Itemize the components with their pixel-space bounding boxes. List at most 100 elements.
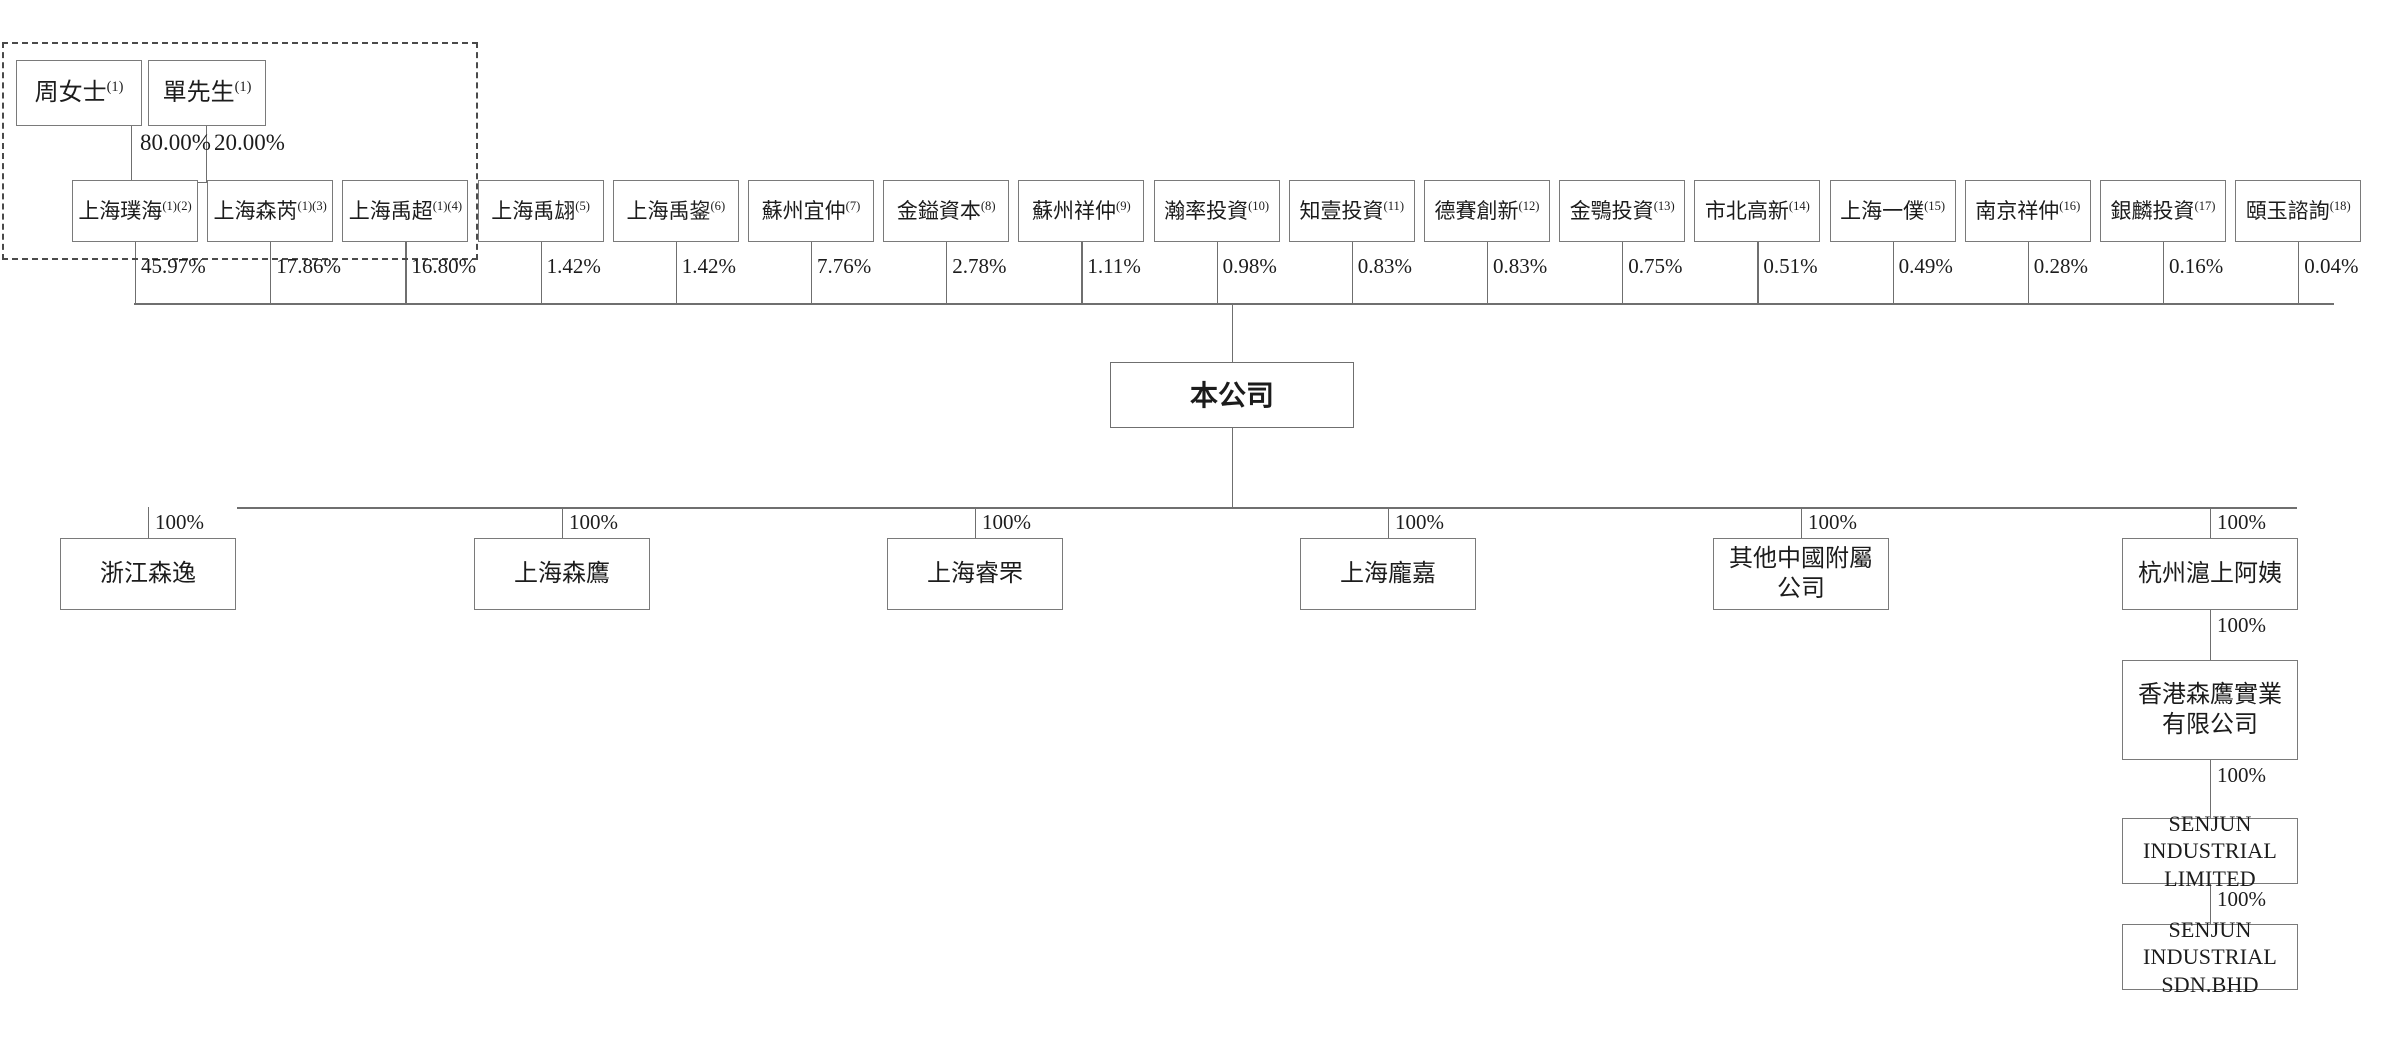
shareholder-pct-15: 0.28% xyxy=(2033,254,2089,278)
shareholder-name-13: 市北高新 xyxy=(1704,198,1789,223)
connector-shareholder-7 xyxy=(946,242,948,303)
shareholder-box-6[interactable]: 蘇州宜仲(7) xyxy=(748,180,874,242)
shareholder-name-6: 蘇州宜仲 xyxy=(761,198,846,223)
shareholder-label-16: 銀麟投資(17) xyxy=(2107,198,2220,224)
shareholder-footnote-17: (18) xyxy=(2329,198,2351,213)
connector-shareholder-17 xyxy=(2298,242,2300,303)
subsidiary-box-2[interactable]: 上海森鷹 xyxy=(474,538,650,610)
shareholder-pct-2: 17.86% xyxy=(276,254,341,278)
shareholder-box-9[interactable]: 瀚率投資(10) xyxy=(1153,180,1280,242)
shareholder-pct-1: 45.97% xyxy=(141,254,206,278)
shareholder-box-8[interactable]: 蘇州祥仲(9) xyxy=(1018,180,1145,242)
shareholder-footnote-2: (1)(3) xyxy=(297,198,327,213)
company-box[interactable]: 本公司 xyxy=(1110,362,1354,428)
subsidiary-box-1[interactable]: 浙江森逸 xyxy=(60,538,236,610)
chain-label-line1-1: 香港森鷹實業 xyxy=(2138,682,2282,708)
shareholder-box-15[interactable]: 南京祥仲(16) xyxy=(1964,180,2091,242)
shareholder-box-2[interactable]: 上海森芮(1)(3) xyxy=(207,180,334,242)
connector-zhou-drop xyxy=(131,126,133,183)
connector-shareholder-5 xyxy=(675,242,678,303)
shareholder-label-2: 上海森芮(1)(3) xyxy=(210,198,331,224)
shareholder-box-7[interactable]: 金鎰資本(8) xyxy=(883,180,1010,242)
shareholder-footnote-14: (15) xyxy=(1924,198,1946,213)
shareholder-pct-7: 2.78% xyxy=(952,254,1007,278)
shareholder-label-17: 頤玉諮詢(18) xyxy=(2242,198,2355,224)
shareholder-name-9: 瀚率投資 xyxy=(1164,198,1249,223)
person-box-zhou[interactable]: 周女士(1) xyxy=(16,60,142,126)
connector-shareholder-15 xyxy=(2027,242,2030,303)
shareholder-box-10[interactable]: 知壹投資(11) xyxy=(1288,180,1415,242)
shareholder-name-10: 知壹投資 xyxy=(1299,198,1384,223)
shareholder-name-5: 上海禹鋆 xyxy=(626,198,711,223)
connector-shareholder-14 xyxy=(1892,242,1894,303)
shareholder-footnote-13: (14) xyxy=(1788,198,1810,213)
shareholder-footnote-12: (13) xyxy=(1653,198,1675,213)
shareholder-box-1[interactable]: 上海璞海(1)(2) xyxy=(72,180,198,242)
shareholder-label-6: 蘇州宜仲(7) xyxy=(758,198,865,224)
shareholder-box-12[interactable]: 金鶚投資(13) xyxy=(1559,180,1686,242)
connector-subsidiary-2 xyxy=(562,507,564,538)
connector-subsidiary-5 xyxy=(1801,507,1803,538)
shareholder-pct-3: 16.80% xyxy=(411,254,477,278)
shareholder-name-4: 上海禹翃 xyxy=(491,198,576,223)
subsidiary-box-5[interactable]: 其他中國附屬公司 xyxy=(1713,538,1889,610)
shareholder-box-5[interactable]: 上海禹鋆(6) xyxy=(612,180,739,242)
shareholder-pct-14: 0.49% xyxy=(1898,254,1953,278)
subsidiary-label-6: 杭州滬上阿姨 xyxy=(2138,561,2282,587)
subsidiary-label-1: 浙江森逸 xyxy=(100,561,196,587)
shareholder-box-16[interactable]: 銀麟投資(17) xyxy=(2100,180,2226,242)
shareholder-footnote-8: (9) xyxy=(1116,198,1131,213)
shareholder-box-11[interactable]: 德賽創新(12) xyxy=(1424,180,1550,242)
shareholder-pct-17: 0.04% xyxy=(2304,254,2359,278)
shareholder-label-13: 市北高新(14) xyxy=(1701,198,1814,224)
connector-shareholder-4 xyxy=(540,242,542,303)
chain-box-1[interactable]: 香港森鷹實業有限公司 xyxy=(2122,660,2298,760)
shareholder-label-11: 德賽創新(12) xyxy=(1431,198,1544,224)
subsidiary-box-4[interactable]: 上海龐嘉 xyxy=(1300,538,1476,610)
shareholder-footnote-10: (11) xyxy=(1383,198,1405,213)
connector-chain-2 xyxy=(2210,760,2212,818)
shareholder-name-3: 上海禹超 xyxy=(348,198,433,223)
chain-pct-2: 100% xyxy=(2217,763,2266,787)
shareholder-label-14: 上海一僕(15) xyxy=(1836,198,1949,224)
shareholder-footnote-15: (16) xyxy=(2059,198,2081,213)
connector-bus-to-company xyxy=(1232,303,1234,363)
pct-zhou: 80.00% xyxy=(140,130,211,155)
connector-shareholder-10 xyxy=(1351,242,1354,303)
chain-label-1: 香港森鷹實業有限公司 xyxy=(2134,680,2286,740)
shareholder-name-16: 銀麟投資 xyxy=(2110,198,2195,223)
shareholder-pct-5: 1.42% xyxy=(681,254,737,278)
shareholder-footnote-1: (1)(2) xyxy=(162,198,192,213)
shareholder-footnote-3: (1)(4) xyxy=(432,198,463,213)
shareholder-box-4[interactable]: 上海禹翃(5) xyxy=(477,180,604,242)
pct-shan: 20.00% xyxy=(214,130,285,155)
chain-label-line1-2: SENJUN INDUSTRIAL xyxy=(2143,810,2277,864)
connector-chain-1 xyxy=(2210,610,2212,660)
shareholder-box-3[interactable]: 上海禹超(1)(4) xyxy=(342,180,469,242)
person-label-zhou: 周女士(1) xyxy=(34,79,124,106)
subsidiary-box-3[interactable]: 上海睿罘 xyxy=(887,538,1063,610)
chain-pct-1: 100% xyxy=(2217,613,2266,637)
shareholder-box-13[interactable]: 市北高新(14) xyxy=(1694,180,1821,242)
connector-shareholder-8 xyxy=(1081,242,1083,303)
shareholder-label-9: 瀚率投資(10) xyxy=(1160,198,1273,224)
subsidiary-pct-4: 100% xyxy=(1395,510,1444,534)
shareholder-box-17[interactable]: 頤玉諮詢(18) xyxy=(2235,180,2362,242)
shareholder-name-14: 上海一僕 xyxy=(1840,198,1925,223)
shareholder-label-10: 知壹投資(11) xyxy=(1296,198,1409,224)
person-box-shan[interactable]: 單先生(1) xyxy=(148,60,266,126)
connector-shareholder-1 xyxy=(135,242,137,303)
subsidiary-pct-5: 100% xyxy=(1808,510,1857,534)
shareholder-name-2: 上海森芮 xyxy=(213,198,298,223)
shareholder-footnote-5: (6) xyxy=(710,198,726,213)
connector-shareholder-11 xyxy=(1487,242,1489,303)
shareholder-footnote-9: (10) xyxy=(1248,198,1270,213)
subsidiary-box-6[interactable]: 杭州滬上阿姨 xyxy=(2122,538,2298,610)
shareholder-label-1: 上海璞海(1)(2) xyxy=(74,198,195,224)
subsidiary-label-3: 上海睿罘 xyxy=(927,561,1023,587)
shareholder-box-14[interactable]: 上海一僕(15) xyxy=(1829,180,1956,242)
shareholder-name-17: 頤玉諮詢 xyxy=(2245,198,2330,223)
